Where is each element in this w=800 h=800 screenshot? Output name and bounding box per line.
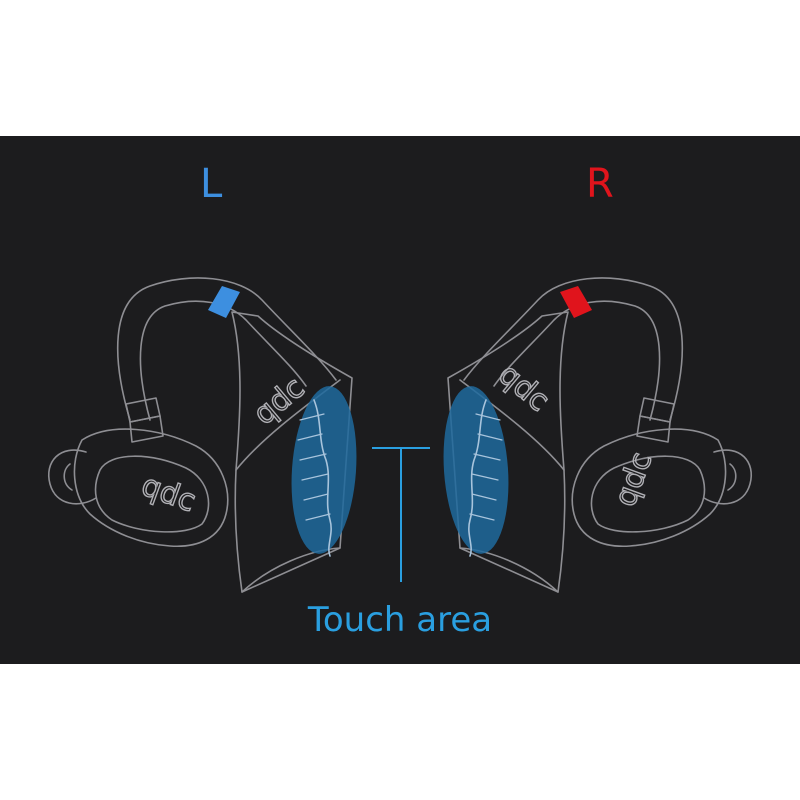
touch-area-pointer [372, 447, 430, 582]
right-earphone [443, 277, 753, 593]
touch-area-caption: Touch area [307, 600, 493, 640]
right-shell-logo: qdc [608, 448, 660, 511]
right-label: R [586, 161, 614, 207]
left-touch-area [291, 386, 357, 554]
right-body-logo: qdc [492, 357, 556, 419]
right-color-marker [560, 286, 592, 318]
left-earphone: qdc qdc [47, 277, 357, 593]
left-shell-logo: qdc [137, 468, 200, 520]
left-label: L [200, 161, 223, 207]
right-touch-area [443, 386, 509, 554]
left-color-marker [208, 286, 240, 318]
